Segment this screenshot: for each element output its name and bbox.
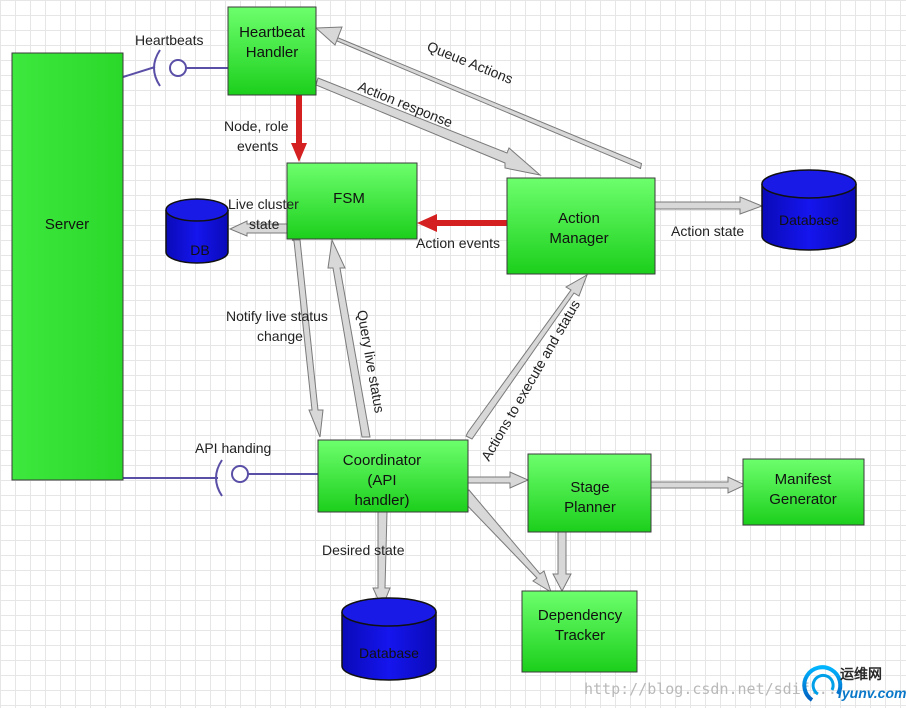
- dependency-tracker-label-line2: Tracker: [555, 627, 605, 644]
- action-manager-label-line2: Manager: [549, 230, 608, 247]
- action-events-label: Action events: [416, 235, 500, 251]
- coordinator-label-line2: (API: [367, 472, 396, 489]
- dependency-tracker-label-line1: Dependency: [538, 607, 623, 624]
- stage-planner-label-line1: Stage: [570, 479, 609, 496]
- server-label: Server: [45, 216, 89, 233]
- watermark: http://blog.csdn.net/sdif... 运维网 iyunv.c…: [584, 665, 906, 702]
- db-small-cylinder: DB: [165, 198, 229, 264]
- query-live-status-arrow: [327, 238, 371, 438]
- heartbeat-handler-label-line1: Heartbeat: [239, 24, 306, 41]
- manifest-generator-box: Manifest Generator: [742, 458, 865, 526]
- heartbeats-interface: [122, 49, 228, 87]
- api-handling-interface: [123, 459, 318, 497]
- action-manager-box: Action Manager: [506, 177, 656, 275]
- arrows: [228, 26, 764, 610]
- stage-planner-label-line2: Planner: [564, 499, 616, 516]
- desired-state-arrow: [372, 511, 391, 610]
- stage-planner-to-dependency-arrow: [552, 531, 572, 593]
- api-handling-label: API handing: [195, 440, 271, 456]
- database-right-label: Database: [779, 212, 839, 228]
- live-cluster-state-label-line1: Live cluster: [228, 196, 299, 212]
- watermark-url: http://blog.csdn.net/sdif...: [584, 680, 837, 698]
- coordinator-label-line3: handler): [354, 492, 409, 509]
- database-bottom-cylinder: Database: [341, 597, 437, 681]
- heartbeat-handler-box: Heartbeat Handler: [227, 6, 317, 96]
- live-cluster-state-arrow: [228, 220, 288, 237]
- coordinator-label-line1: Coordinator: [343, 452, 421, 469]
- watermark-brand-cn: 运维网: [840, 666, 882, 683]
- action-state-label: Action state: [671, 223, 744, 239]
- watermark-brand-en: iyunv.com: [838, 685, 906, 701]
- queue-actions-arrow: [314, 26, 643, 170]
- server-box: Server: [11, 52, 124, 481]
- db-small-label: DB: [190, 242, 209, 258]
- heartbeats-label: Heartbeats: [135, 32, 203, 48]
- coordinator-box: Coordinator (API handler): [317, 439, 469, 513]
- notify-live-status-label-line1: Notify live status: [226, 308, 328, 324]
- action-state-arrow: [654, 196, 764, 215]
- action-response-arrow: [315, 77, 542, 176]
- action-events-arrow: [417, 214, 507, 232]
- stage-planner-to-manifest-arrow: [650, 476, 747, 494]
- fsm-box: FSM: [286, 162, 418, 240]
- fsm-label: FSM: [333, 190, 365, 207]
- dependency-tracker-box: Dependency Tracker: [521, 590, 638, 673]
- desired-state-label: Desired state: [322, 542, 405, 558]
- manifest-generator-label-line2: Generator: [769, 491, 837, 508]
- iyunv-logo-icon: [802, 665, 843, 702]
- node-role-events-label-line1: Node, role: [224, 118, 289, 134]
- database-bottom-label: Database: [359, 645, 419, 661]
- actions-to-execute-arrow: [465, 273, 588, 440]
- stage-planner-box: Stage Planner: [527, 453, 652, 533]
- heartbeat-handler-label-line2: Handler: [246, 44, 299, 61]
- actions-to-execute-label: Actions to execute and status: [478, 297, 583, 463]
- coordinator-to-stage-planner-arrow: [467, 471, 530, 489]
- manifest-generator-label-line1: Manifest: [775, 471, 833, 488]
- notify-live-status-label-line2: change: [257, 328, 303, 344]
- notify-live-status-arrow: [291, 239, 324, 438]
- node-role-events-label-line2: events: [237, 138, 278, 154]
- action-manager-label-line1: Action: [558, 210, 600, 227]
- node-role-events-arrow: [291, 93, 307, 162]
- database-right-cylinder: Database: [761, 169, 857, 251]
- live-cluster-state-label-line2: state: [249, 216, 280, 232]
